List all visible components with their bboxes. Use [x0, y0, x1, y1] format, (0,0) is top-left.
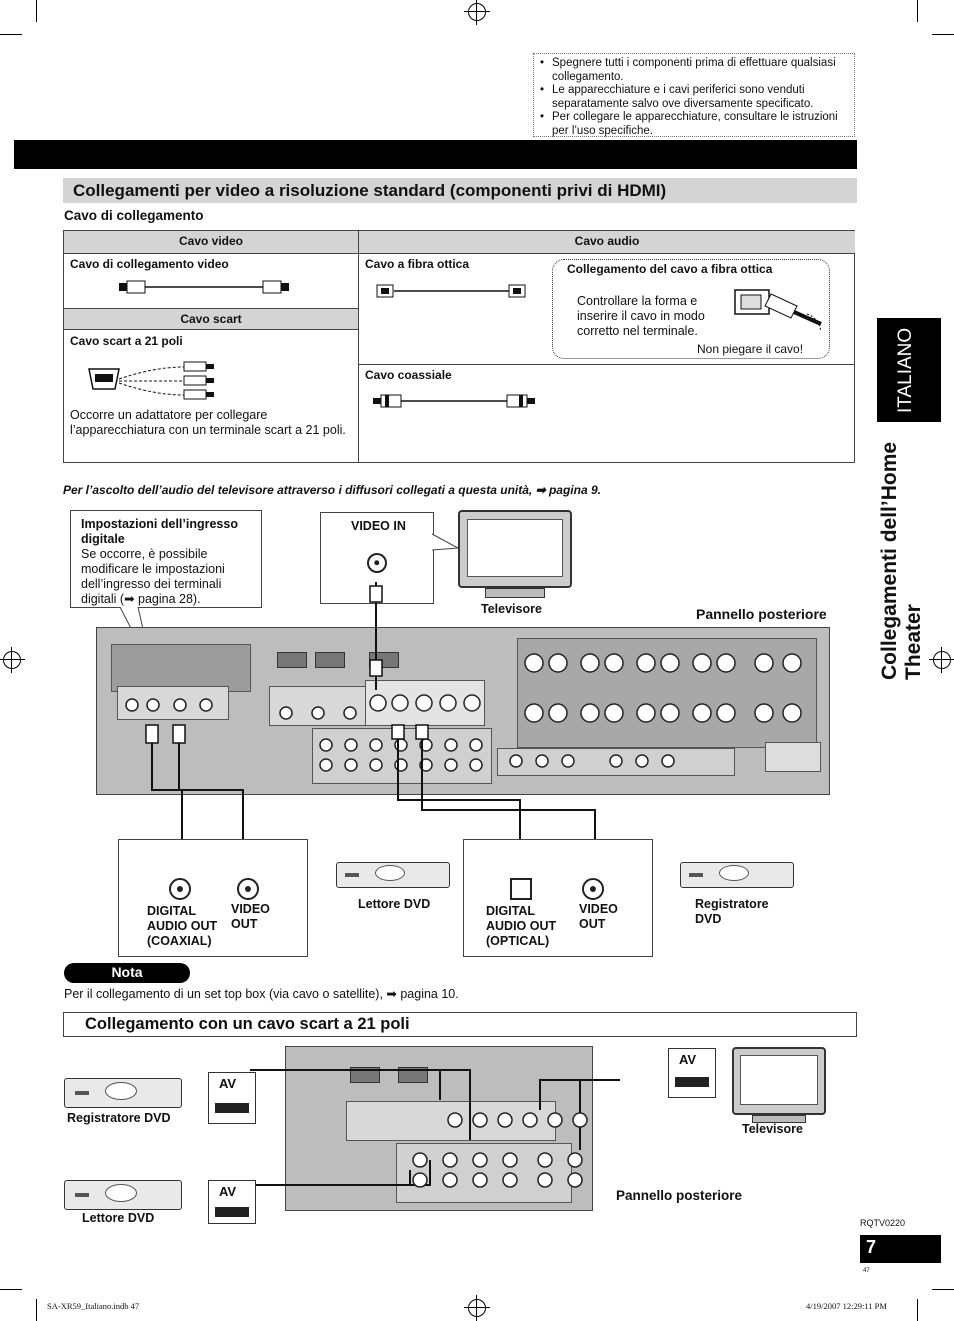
tv-label: Televisore [742, 1122, 803, 1136]
file-name: SA-XR59_Italiano.indb 47 [47, 1301, 140, 1311]
video-cable-label: Cavo di collegamento video [70, 257, 229, 271]
connection-cables [145, 582, 596, 845]
av-terminal: AV [208, 1180, 256, 1224]
video-out-jack [582, 878, 604, 900]
scart-cable-label: Cavo scart a 21 poli [70, 334, 183, 348]
nota-text: Per il collegamento di un set top box (v… [64, 987, 459, 1001]
video-in-jack [367, 553, 387, 573]
tv-audio-note: Per l’ascolto dell’audio del televisore … [63, 483, 601, 497]
crop-mark [0, 34, 22, 35]
optical-cable-label: Cavo a fibra ottica [365, 257, 470, 271]
registration-mark-icon [464, 1295, 490, 1321]
header-bar [14, 140, 857, 169]
cable-table: Cavo video Cavo audio Cavo di collegamen… [63, 230, 855, 463]
chapter-title: Collegamenti dell’Home Theater [878, 441, 925, 680]
registration-mark-icon [464, 0, 490, 25]
scart-cable-icon [88, 361, 214, 400]
dvd-recorder-outputs: DIGITAL AUDIO OUT (OPTICAL) VIDEO OUT [463, 839, 653, 957]
scart-cable-header: Cavo scart [64, 308, 358, 330]
section-title: Collegamenti per video a risoluzione sta… [63, 178, 857, 203]
language-tab [877, 318, 941, 422]
tv-stand [485, 588, 545, 598]
coax-out-jack [169, 878, 191, 900]
digital-input-title: Impostazioni dell’ingresso digitale [81, 517, 238, 546]
video-out-label: VIDEO OUT [231, 902, 270, 931]
scart-connection-cables [250, 1069, 620, 1188]
note-item: Le apparecchiature e i cavi periferici s… [538, 84, 850, 111]
digital-input-callout: Impostazioni dell’ingresso digitale Se o… [70, 510, 262, 608]
tv-label: Televisore [481, 602, 542, 616]
video-in-label: VIDEO IN [351, 519, 406, 533]
page-number: 7 [860, 1235, 941, 1263]
coax-cable-label: Cavo coassiale [365, 368, 452, 382]
crop-mark [917, 0, 918, 22]
tv-stand [752, 1115, 806, 1123]
audio-cable-header: Cavo audio [359, 231, 855, 253]
optical-tip-title: Collegamento del cavo a fibra ottica [567, 262, 773, 276]
video-cable-header: Cavo video [64, 231, 358, 253]
registration-mark-icon [0, 647, 25, 673]
coax-out-label: DIGITAL AUDIO OUT (COAXIAL) [147, 904, 218, 948]
optical-cable-icon [376, 284, 526, 298]
crop-mark [36, 0, 37, 22]
ac-in-socket [765, 742, 821, 772]
crop-mark [932, 1289, 954, 1290]
dvd-player-label: Lettore DVD [358, 897, 431, 911]
tv-icon [732, 1047, 826, 1115]
cable-heading: Cavo di collegamento [64, 208, 204, 223]
digital-input-text: Se occorre, è possibile modificare le im… [81, 547, 225, 606]
optical-tip-warning: Non piegare il cavo! [697, 342, 804, 356]
nota-badge: Nota [64, 963, 190, 983]
print-date: 4/19/2007 12:29:11 PM [806, 1301, 887, 1311]
dvd-player-outputs: DIGITAL AUDIO OUT (COAXIAL) VIDEO OUT [118, 839, 308, 957]
dvd-recorder-label: Registratore DVD [67, 1111, 171, 1125]
note-item: Per collegare le apparecchiature, consul… [538, 111, 850, 138]
dvd-player-icon [336, 862, 450, 888]
doc-code: RQTV0220 [860, 1218, 906, 1228]
language-label: ITALIANO [895, 327, 916, 413]
av-label: AV [219, 1184, 237, 1199]
av-label: AV [219, 1076, 237, 1091]
note-item: Spegnere tutti i componenti prima di eff… [538, 57, 850, 84]
rear-panel-jacks [125, 653, 802, 772]
rear-panel-label: Pannello posteriore [696, 606, 827, 622]
coax-cable-icon [373, 394, 535, 408]
dvd-recorder-icon [64, 1078, 182, 1108]
video-out-jack [237, 878, 259, 900]
notes-box: Spegnere tutti i componenti prima di eff… [533, 53, 855, 137]
crop-mark [932, 34, 954, 35]
rear-panel-label: Pannello posteriore [616, 1188, 743, 1203]
crop-mark [0, 1289, 22, 1290]
small-page-number: 47 [863, 1268, 870, 1274]
optical-tip-box: Collegamento del cavo a fibra ottica Con… [552, 259, 830, 359]
dvd-player-label: Lettore DVD [82, 1211, 155, 1225]
dvd-recorder-icon [680, 862, 794, 888]
optical-tip-text: Controllare la forma e inserire il cavo … [577, 294, 705, 338]
dvd-player-icon [64, 1180, 182, 1210]
av-terminal: AV [668, 1048, 716, 1098]
registration-mark-icon [929, 647, 954, 673]
optical-out-jack [510, 878, 532, 900]
av-terminal: AV [208, 1072, 256, 1124]
scart-note: Occorre un adattatore per collegare l’ap… [70, 408, 346, 437]
av-label: AV [679, 1052, 697, 1067]
optical-plug-icon [734, 289, 822, 333]
dvd-recorder-label: Registratore DVD [695, 897, 769, 926]
crop-mark [36, 1299, 37, 1321]
video-cable-icon [119, 280, 289, 294]
optical-out-label: DIGITAL AUDIO OUT (OPTICAL) [486, 904, 557, 948]
crop-mark [917, 1299, 918, 1321]
tv-icon [458, 510, 572, 588]
section2-title: Collegamento con un cavo scart a 21 poli [63, 1012, 857, 1037]
video-out-label: VIDEO OUT [579, 902, 618, 931]
